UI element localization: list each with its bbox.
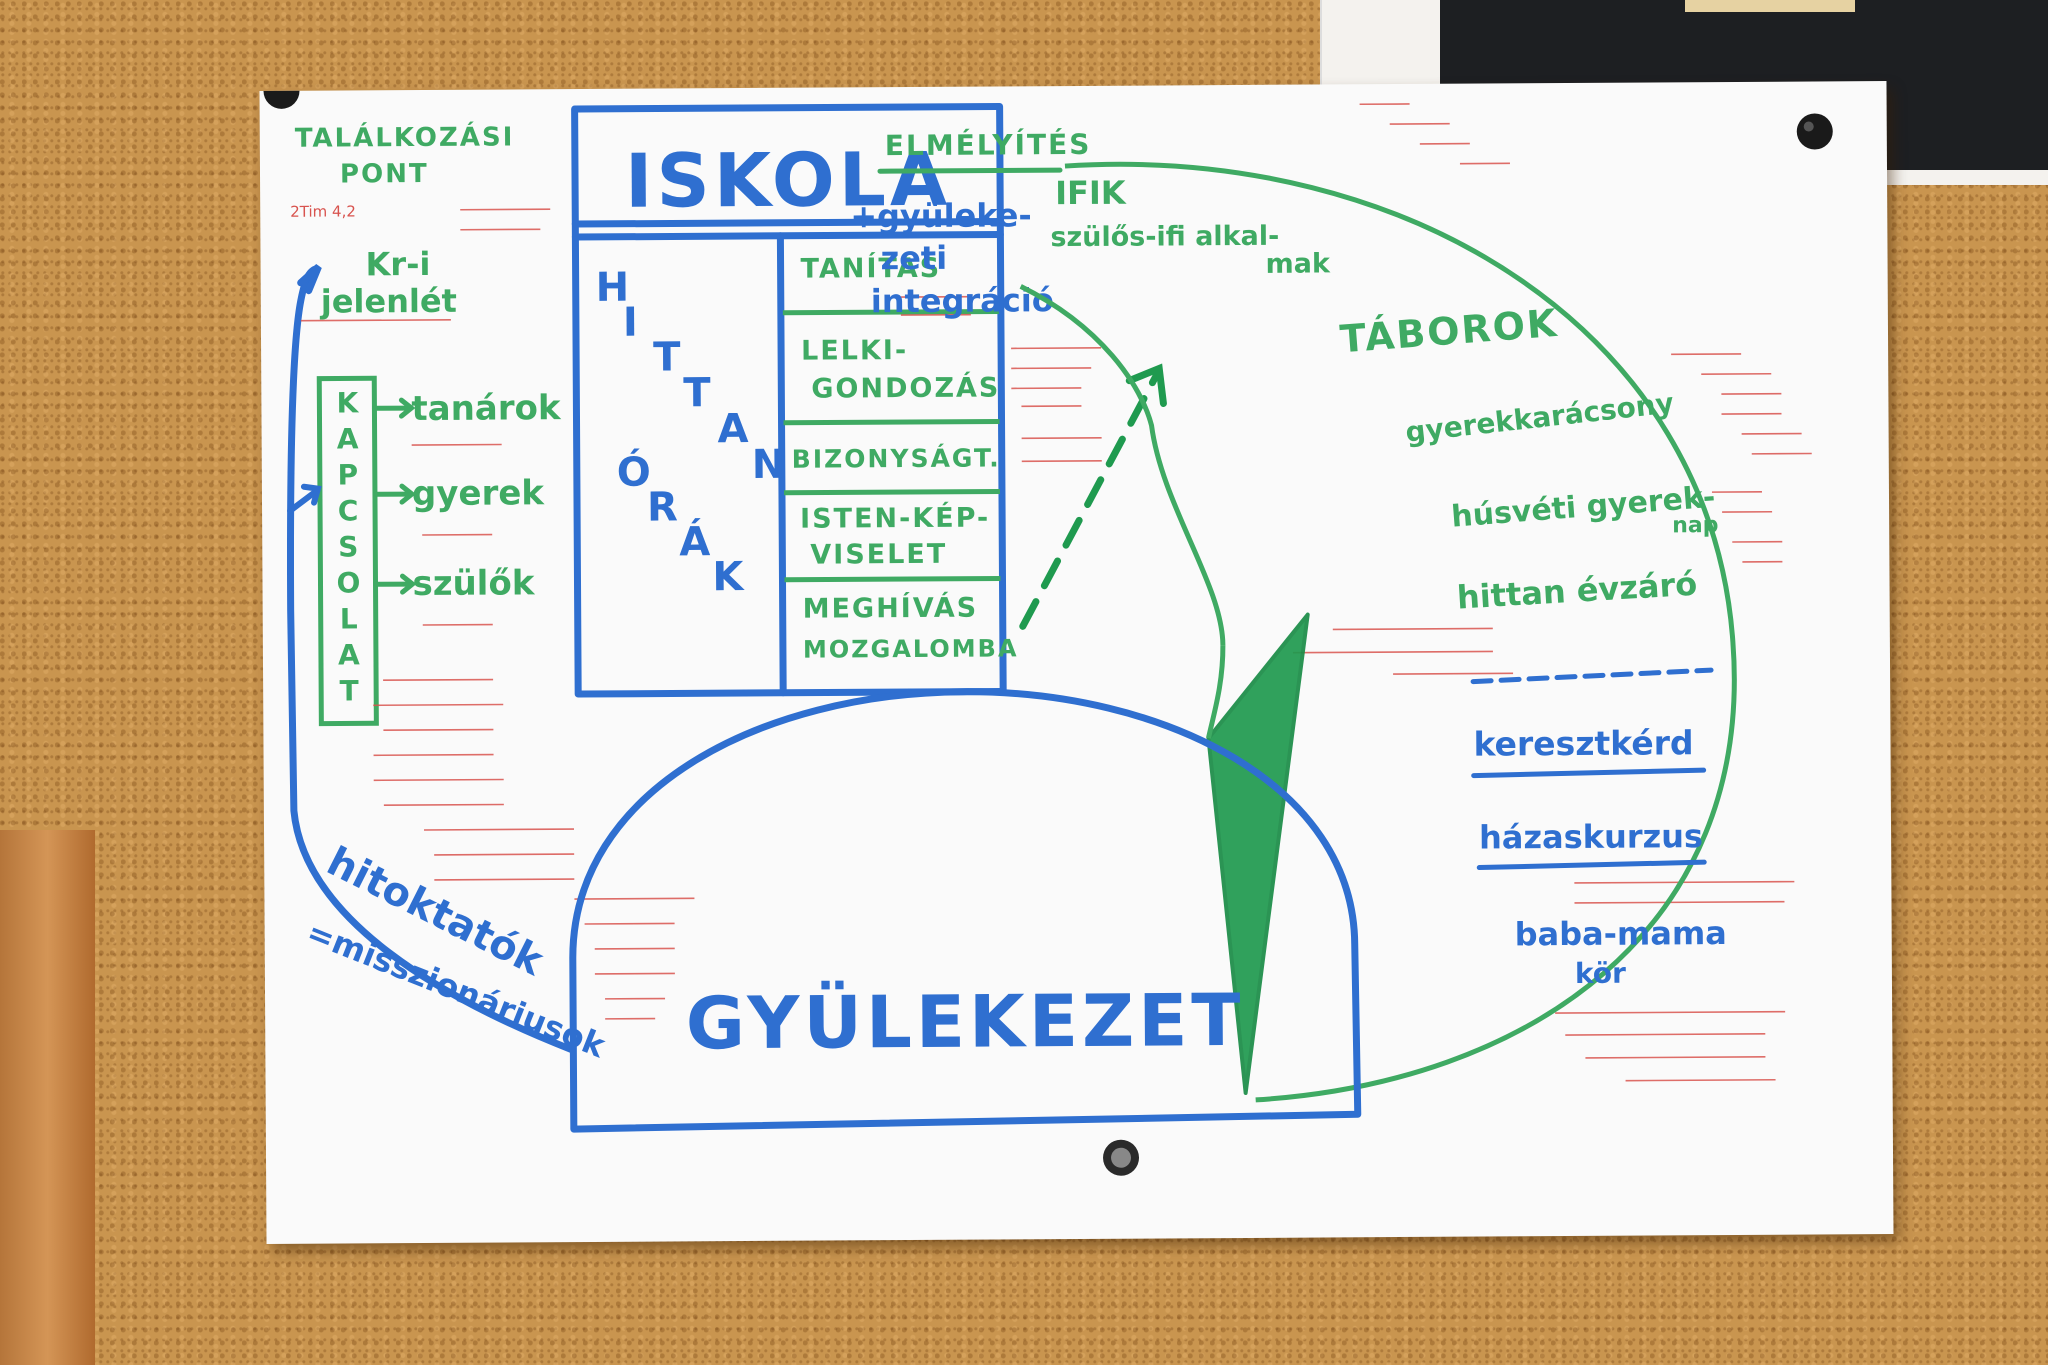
thumbtack-icon: [263, 81, 300, 109]
school-row-invite-2: MOZGALOMBA: [803, 634, 1019, 663]
kapcsolat-letter: T: [340, 674, 359, 707]
diagram-canvas: ISKOLA TANÍTÁS LELKI- GONDOZÁS BIZONYSÁG…: [263, 81, 1833, 1176]
school-title: ISKOLA: [625, 137, 952, 225]
kapcsolat-letter: P: [337, 458, 358, 491]
green-wedge: [1206, 612, 1310, 1095]
orak-letter: Ó: [617, 448, 651, 496]
kapcsolat-letter: O: [336, 566, 360, 599]
baby-mom-line2: kör: [1575, 957, 1626, 990]
green-circle-arc: [1064, 161, 1737, 1103]
baby-mom-line1: baba-mama: [1515, 914, 1727, 953]
diagram-poster: ISKOLA TANÍTÁS LELKI- GONDOZÁS BIZONYSÁG…: [259, 81, 1894, 1244]
verse-ref: 2Tim 4,2: [290, 202, 356, 220]
thumbtack-icon: [1796, 113, 1833, 150]
kapcsolat-letter: A: [337, 422, 359, 455]
school-box: [571, 102, 1007, 698]
hittan-letter: N: [752, 442, 786, 488]
orak-letter: R: [647, 484, 678, 530]
school-row-invite-1: MEGHÍVÁS: [803, 592, 979, 625]
meeting-point-line2: PONT: [340, 159, 429, 190]
christ-presence-line2: jelenlét: [319, 282, 457, 321]
blue-loop-arrowhead: [297, 264, 322, 295]
kapcsolat-letter: K: [336, 386, 359, 419]
thumbtack-icon: [1103, 1139, 1140, 1176]
wooden-frame: [0, 830, 95, 1365]
school-row-godimage-2: VISELET: [810, 539, 947, 571]
dashed-arrowhead: [1125, 363, 1167, 407]
baptism-label: keresztkérd: [1473, 723, 1693, 763]
parent-youth-line2: mak: [1265, 248, 1331, 279]
separator-dashed: [1470, 667, 1714, 685]
hittan-diagonal: H I T T A N Ó R Á K: [596, 265, 786, 600]
handwritten-notes: [300, 103, 1812, 1082]
school-row-pastoral-1: LELKI-: [801, 335, 908, 367]
kapcsolat-letter: C: [338, 494, 359, 527]
easter-kids-line2: nap: [1672, 513, 1718, 538]
hittan-letter: A: [717, 406, 748, 452]
blue-loop-arrow: [286, 265, 574, 1053]
green-inner-curve: [1019, 284, 1226, 646]
hittan-letter: T: [653, 334, 681, 380]
kapcsolat-letter: A: [338, 638, 360, 671]
dashed-arrow: [1019, 372, 1160, 630]
orak-letter: Á: [679, 517, 710, 565]
parent-youth-line1: szülős-ifi alkal-: [1050, 221, 1279, 253]
kapcsolat-vertical: K A P C S O L A T: [336, 386, 360, 707]
hittan-letter: I: [623, 300, 638, 346]
congregation-label: GYÜLEKEZET: [686, 978, 1245, 1065]
hittan-closing-label: hittan évzáró: [1456, 565, 1698, 617]
deepening-title: ELMÉLYÍTÉS: [885, 127, 1092, 162]
hittan-letter: H: [596, 265, 630, 311]
congregation-dome: [569, 688, 1362, 1133]
kapcsolat-letter: L: [340, 602, 358, 635]
kids-christmas-label: gyerekkarácsony: [1404, 386, 1676, 449]
teachers-label: tanárok: [411, 388, 562, 429]
meeting-point-line1: TALÁLKOZÁSI: [295, 120, 515, 153]
school-row-pastoral-2: GONDOZÁS: [811, 371, 1000, 404]
ifik-label: IFIK: [1055, 174, 1127, 212]
school-row-testimony: BIZONYSÁGT.: [792, 443, 1001, 473]
marriage-course-label: házaskurzus: [1479, 817, 1703, 856]
orak-letter: K: [712, 554, 745, 600]
hittan-letter: T: [683, 370, 711, 416]
children-label: gyerek: [412, 473, 546, 514]
school-row-teaching: TANÍTÁS: [800, 252, 941, 285]
parents-label: szülők: [412, 563, 535, 604]
school-row-godimage-1: ISTEN-KÉP-: [800, 502, 990, 535]
christ-presence-line1: Kr-i: [365, 245, 430, 283]
integration-line1: +gyüleke-: [850, 196, 1032, 235]
camps-label: TÁBOROK: [1338, 301, 1559, 361]
kapcsolat-box: [316, 375, 417, 727]
kapcsolat-letter: S: [338, 530, 358, 563]
integration-line2: zeti: [880, 239, 947, 277]
school-row-dividers: [782, 308, 1001, 583]
